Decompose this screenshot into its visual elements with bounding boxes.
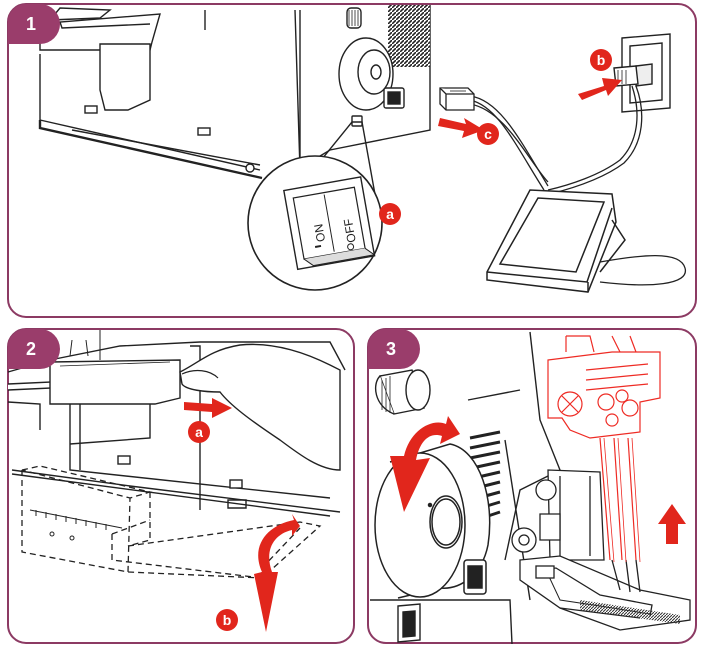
callout-b: b	[590, 49, 612, 71]
power-switch: ON OFF	[283, 176, 376, 271]
svg-text:b: b	[597, 52, 606, 68]
side-switch	[397, 603, 421, 643]
svg-text:b: b	[223, 612, 232, 628]
fold-arrow	[254, 514, 300, 632]
callout-2b: b	[216, 609, 238, 631]
needle-up-arrow	[658, 504, 686, 544]
step-number: 3	[386, 339, 396, 359]
hand-drawing	[179, 343, 341, 471]
step-number: 2	[26, 339, 36, 359]
step-number: 1	[26, 14, 36, 34]
machine-connector	[439, 87, 475, 111]
small-knob	[374, 369, 431, 415]
needle-bar-ghost	[547, 335, 661, 563]
step-badge-2: 2	[8, 329, 60, 369]
step-badge-1: 1	[8, 4, 60, 44]
svg-text:a: a	[386, 206, 394, 222]
panel-3: 3	[367, 328, 697, 645]
power-switch-magnifier: ON OFF	[247, 121, 383, 291]
step-badge-3: 3	[368, 329, 420, 369]
presser-foot-drawing	[511, 469, 691, 631]
machine-base-drawing	[38, 5, 431, 180]
big-handwheel	[374, 443, 491, 599]
extension-table-drawing	[7, 330, 346, 517]
callout-c: c	[477, 123, 499, 145]
foot-pedal	[486, 189, 626, 293]
connect-arrow	[438, 118, 484, 138]
callout-a: a	[379, 203, 401, 225]
panel-2: a b 2	[7, 328, 355, 644]
switch-on-label: ON	[311, 223, 328, 243]
wall-socket	[613, 33, 671, 113]
unplug-arrow	[578, 78, 622, 100]
svg-text:a: a	[195, 424, 203, 440]
pull-arrow	[184, 398, 232, 418]
callout-2a: a	[188, 421, 210, 443]
svg-text:c: c	[484, 126, 492, 142]
rotate-arrow	[390, 416, 460, 512]
tray-ruler-marks	[29, 509, 123, 541]
switch-off-label: OFF	[341, 218, 359, 244]
power-cords	[469, 85, 686, 286]
handwheel-drawing	[338, 5, 430, 127]
panel-1: ON OFF	[7, 3, 697, 318]
